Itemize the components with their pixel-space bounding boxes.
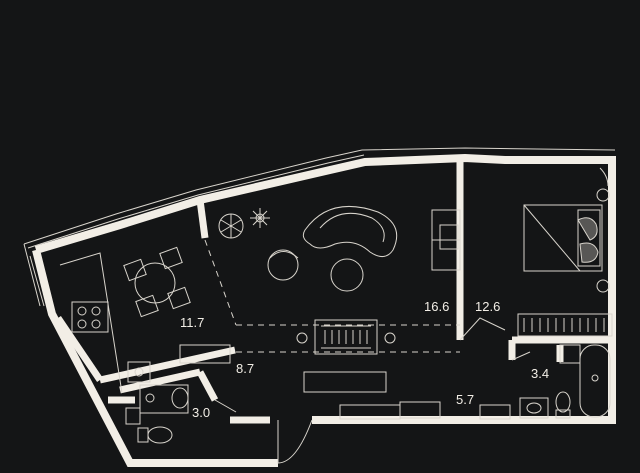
- toilet-icon: [555, 391, 571, 413]
- facade-windows: [23, 147, 616, 307]
- area-label-corridor: 5.7: [456, 392, 474, 407]
- flower-icon: [250, 208, 270, 228]
- round-table-icon: [330, 258, 364, 292]
- living-furniture: [218, 205, 461, 355]
- bedroom-furniture: [517, 188, 613, 337]
- room-labels: 11.7 16.6 12.6 8.7 3.4 3.0 5.7: [180, 299, 549, 420]
- kitchen-furniture: [59, 246, 231, 394]
- exterior-walls: [32, 153, 616, 467]
- sink-icon: [127, 361, 151, 383]
- doors: [214, 167, 609, 464]
- zone-dividers: [204, 239, 460, 353]
- desk-icon: [431, 209, 461, 271]
- area-label-kitchen: 11.7: [180, 315, 204, 330]
- media-console: [296, 319, 396, 355]
- bathroom-fixtures: [519, 344, 611, 419]
- wc-fixtures: [125, 384, 189, 444]
- bathtub-icon: [579, 344, 611, 418]
- area-label-hall: 8.7: [236, 361, 254, 376]
- dining-table-icon: [123, 246, 191, 318]
- sofa-icon: [302, 205, 398, 257]
- area-label-wc: 3.0: [192, 405, 210, 420]
- door-icon: [277, 419, 313, 464]
- wardrobe-icon: [517, 313, 613, 337]
- stove-icon: [71, 301, 109, 333]
- bed-icon: [523, 204, 603, 272]
- area-label-living: 16.6: [424, 299, 449, 314]
- area-label-bathroom: 3.4: [531, 366, 549, 381]
- armchair-icon: [267, 249, 299, 281]
- area-label-bedroom: 12.6: [475, 299, 500, 314]
- plant-icon: [218, 213, 244, 239]
- hall-furniture: [303, 371, 511, 420]
